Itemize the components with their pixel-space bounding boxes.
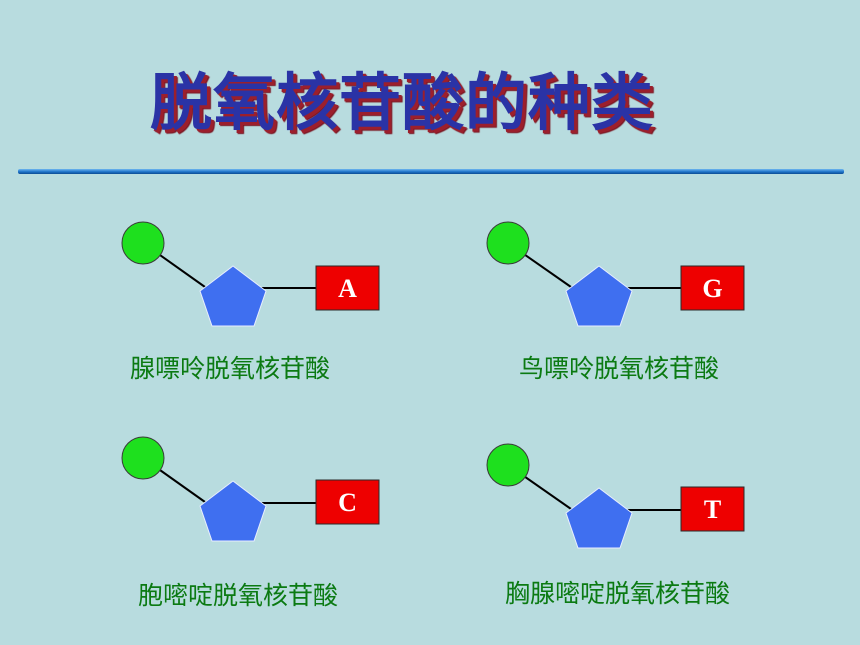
nucleotide-diagram-t: T [486, 443, 745, 549]
nucleotide-label-g: 鸟嘌呤脱氧核苷酸 [519, 354, 720, 383]
page-title: 脱氧核苷酸的种类 [150, 66, 655, 139]
base-letter: A [338, 274, 357, 303]
deoxyribose-sugar-icon [565, 265, 633, 327]
deoxyribose-sugar-icon [565, 487, 633, 549]
phosphate-group-icon [121, 436, 165, 480]
base-letter: G [702, 274, 722, 303]
base-box [680, 265, 745, 311]
nucleotide-diagram-g: G [486, 221, 745, 327]
base-box [315, 265, 380, 311]
nucleotide-diagram-c: C [121, 436, 380, 542]
phosphate-group-icon [486, 443, 530, 487]
phosphate-group-icon [121, 221, 165, 265]
nucleotide-label-a: 腺嘌呤脱氧核苷酸 [130, 354, 331, 383]
nucleotide-label-c: 胞嘧啶脱氧核苷酸 [138, 581, 339, 610]
base-box [315, 479, 380, 525]
deoxyribose-sugar-icon [199, 265, 267, 327]
nucleotide-diagram-a: A [121, 221, 380, 327]
deoxyribose-sugar-icon [199, 480, 267, 542]
base-box [680, 486, 745, 532]
base-letter: T [704, 495, 721, 524]
base-letter: C [338, 488, 357, 517]
title-divider [18, 169, 844, 174]
nucleotide-label-t: 胸腺嘧啶脱氧核苷酸 [505, 579, 731, 608]
phosphate-group-icon [486, 221, 530, 265]
